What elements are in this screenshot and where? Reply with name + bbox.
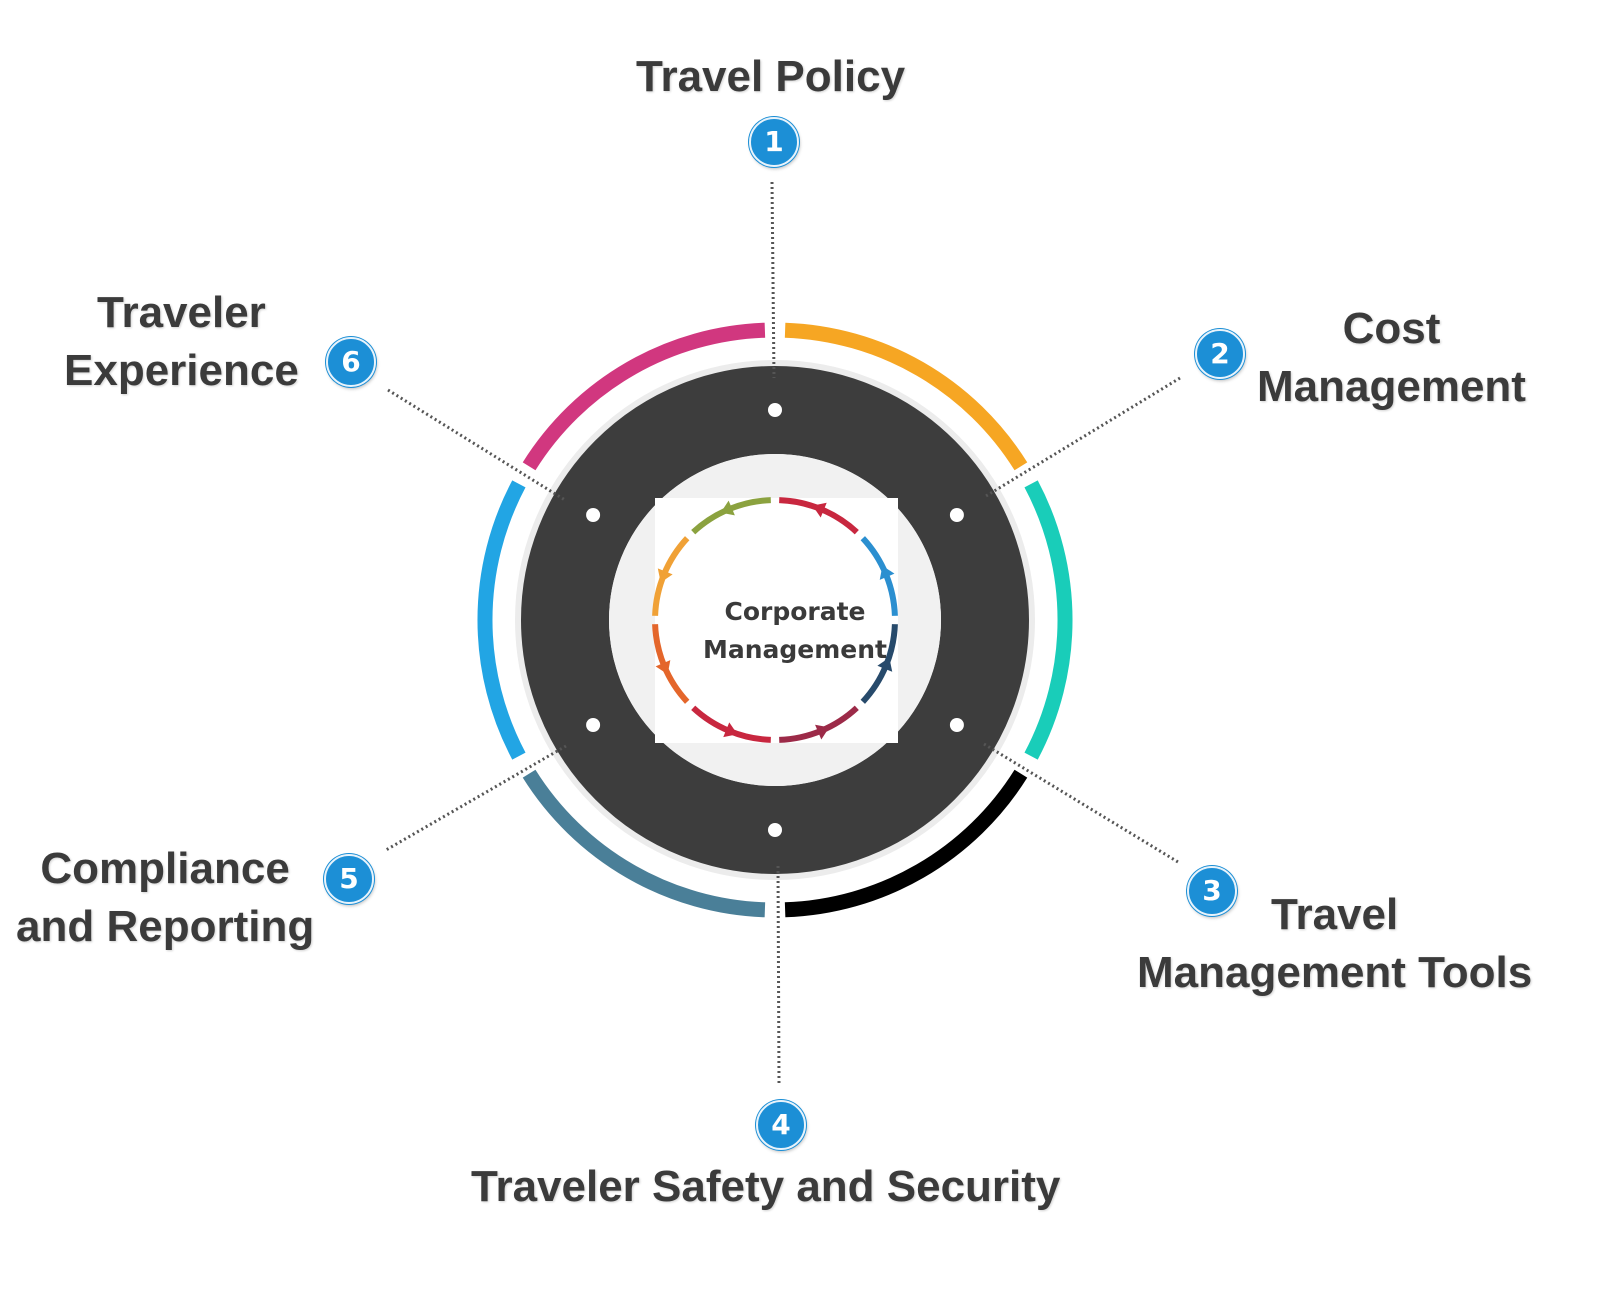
outer-arc-teal	[1024, 480, 1073, 760]
cycle-arrow	[723, 722, 738, 738]
cycle-arrow	[655, 660, 671, 675]
cycle-arrow	[877, 657, 893, 672]
ring-dot	[768, 823, 782, 837]
cycle-arrow	[815, 724, 830, 740]
center-title-line2: Management	[702, 635, 888, 664]
outer-arc-blue	[477, 480, 526, 760]
badge-3-icon: 3	[1187, 866, 1237, 916]
center-title: Corporate Management	[675, 593, 915, 669]
connector-line	[770, 181, 776, 379]
outer-arc-orange	[784, 322, 1028, 471]
label-travel-policy-line1: Travel Policy	[636, 52, 906, 101]
ring-dot	[949, 718, 964, 732]
badge-2-icon: 2	[1195, 329, 1245, 379]
badge-1-icon: 1	[749, 117, 799, 167]
ring-dot	[768, 403, 782, 417]
badge-6-icon: 6	[326, 337, 376, 387]
center-card	[655, 498, 898, 743]
center-title-line1: Corporate	[724, 597, 866, 626]
cycle-arrow	[657, 568, 673, 583]
ring-dots	[586, 403, 964, 837]
cycle-arrow	[720, 500, 735, 516]
cycle-icon	[652, 497, 898, 743]
label-compliance-reporting: Compliance and Reporting	[16, 840, 314, 956]
ring-dot	[949, 508, 964, 522]
label-traveler-experience-line1: Traveler	[97, 288, 266, 337]
label-travel-management-tools-line2: Management Tools	[1137, 948, 1533, 997]
connector-line	[983, 742, 1179, 864]
ring-dot	[586, 718, 601, 732]
label-travel-management-tools-line1: Travel	[1271, 890, 1399, 939]
label-travel-policy: Travel Policy	[636, 48, 905, 106]
label-cost-management-line1: Cost	[1342, 304, 1441, 353]
label-cost-management: Cost Management	[1257, 300, 1526, 416]
label-traveler-safety: Traveler Safety and Security	[471, 1158, 1060, 1216]
label-traveler-experience: Traveler Experience	[64, 284, 299, 400]
outer-arc-steel	[522, 769, 766, 918]
label-compliance-reporting-line1: Compliance	[40, 844, 290, 893]
connector-lines	[385, 181, 1181, 1085]
cycle-arrow	[812, 502, 827, 518]
cycle-arrow	[879, 565, 895, 580]
outer-arc-black	[784, 769, 1028, 918]
connector-line	[776, 865, 781, 1085]
label-traveler-experience-line2: Experience	[64, 346, 299, 395]
connector-line	[985, 376, 1181, 498]
label-compliance-reporting-line2: and Reporting	[16, 902, 315, 951]
badge-4-icon: 4	[756, 1100, 806, 1150]
outer-arc-pink	[522, 322, 766, 471]
label-cost-management-line2: Management	[1257, 362, 1526, 411]
outer-arc-ring	[477, 322, 1073, 918]
ring-dot	[586, 508, 601, 522]
label-travel-management-tools: Travel Management Tools	[1137, 886, 1532, 1002]
label-traveler-safety-line1: Traveler Safety and Security	[471, 1162, 1061, 1211]
badge-5-icon: 5	[324, 854, 374, 904]
